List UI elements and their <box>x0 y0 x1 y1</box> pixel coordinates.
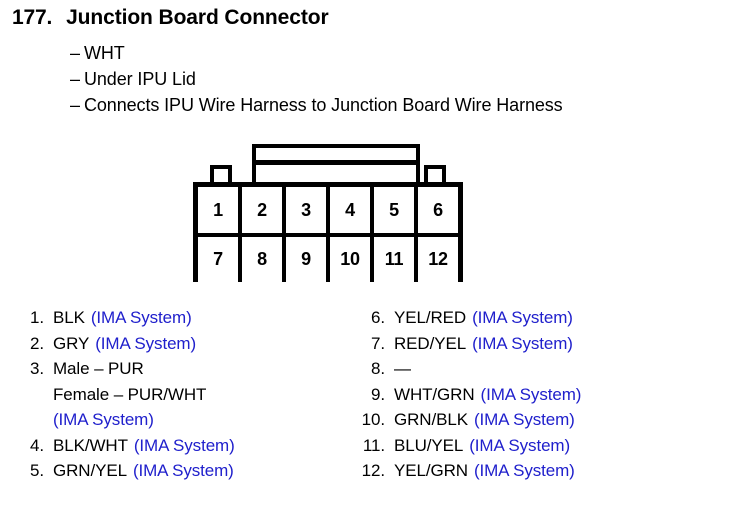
pin-legend-item: 9. WHT/GRN(IMA System) <box>355 382 725 408</box>
connector-notch-right <box>424 165 446 184</box>
title-text: Junction Board Connector <box>66 6 329 29</box>
pin-legend-wire: — <box>394 359 411 378</box>
bullet-item-wire-color: –WHT <box>70 40 563 66</box>
pin-legend-number: 1. <box>30 308 44 327</box>
pin-legend-row: 11. BLU/YEL(IMA System) <box>355 433 725 459</box>
pin-legend-system-note: (IMA System) <box>469 435 571 455</box>
pin-legend-number: 2. <box>30 333 44 353</box>
pin-legend-item: 7. RED/YEL(IMA System) <box>355 331 725 357</box>
pin-legend-number: 11. <box>362 435 385 455</box>
pin-legend-wire: GRN/YEL <box>53 461 127 480</box>
pin-legend-number: 5. <box>30 461 44 480</box>
pin-legend-item: 11. BLU/YEL(IMA System) <box>355 433 725 459</box>
bullet-label: Connects IPU Wire Harness to Junction Bo… <box>84 95 563 115</box>
pin-legend-item: 6. YEL/RED (IMA System) <box>355 305 725 331</box>
connector-pin-grid: 1 2 3 4 5 6 7 8 9 10 11 12 <box>193 182 463 282</box>
pin-legend-item: 5. GRN/YEL (IMA System) <box>14 458 354 484</box>
pin-legend-wire: BLK/WHT <box>53 435 128 455</box>
pin-cell-12[interactable]: 12 <box>418 237 458 282</box>
pin-cell-8[interactable]: 8 <box>242 237 286 282</box>
pin-legend-number: 10. <box>361 410 385 429</box>
pin-legend-subline: (IMA System) <box>53 407 354 433</box>
pin-legend-row: 7. RED/YEL(IMA System) <box>355 331 725 357</box>
pin-legend-row: 3. Male – PUR <box>14 356 354 382</box>
pin-legend-wire: YEL/RED <box>394 308 467 327</box>
pin-legend-subline: Female – PUR/WHT <box>53 382 354 408</box>
pin-legend-system-note: (IMA System) <box>472 308 573 327</box>
pin-legend-system-note: (IMA System) <box>53 410 154 429</box>
pin-legend-item: 12. YEL/GRN (IMA System) <box>355 458 725 484</box>
pin-legend-number: 6. <box>371 308 385 327</box>
connector-notch-left <box>210 165 232 184</box>
pin-legend-row: 1. BLK (IMA System) <box>14 305 354 331</box>
pin-cell-11[interactable]: 11 <box>374 237 418 282</box>
pin-legend-system-note: (IMA System) <box>90 308 192 327</box>
pin-legend-number: 8. <box>371 359 385 378</box>
pin-legend-row: 12. YEL/GRN (IMA System) <box>355 458 725 484</box>
pin-legend-row: 8. — <box>355 356 725 382</box>
pin-legend-item: 2. GRY(IMA System) <box>14 331 354 357</box>
pin-legend-item: 1. BLK (IMA System) <box>14 305 354 331</box>
bullet-item-location: –Under IPU Lid <box>70 66 563 92</box>
connector-latch-tab-line <box>252 160 420 165</box>
bullet-label: WHT <box>84 43 125 63</box>
pin-legend-system-note: (IMA System) <box>133 435 235 455</box>
pin-legend-system-note: (IMA System) <box>473 410 575 429</box>
pin-legend-wire: GRN/BLK <box>394 410 468 429</box>
pin-cell-4[interactable]: 4 <box>330 187 374 233</box>
pin-legend-right: 6.YEL/RED(IMA System)7.RED/YEL(IMA Syste… <box>355 305 725 484</box>
pin-legend-system-note: (IMA System) <box>473 461 575 480</box>
pin-legend-item: 3. Male – PUR Female – PUR/WHT (IMA System) <box>14 356 354 433</box>
title-number: 177. <box>12 6 53 29</box>
pin-legend-row: 2. GRY(IMA System) <box>14 331 354 357</box>
pin-legend-item: 10. GRN/BLK (IMA System) <box>355 407 725 433</box>
page-title: 177. Junction Board Connector <box>12 6 329 30</box>
pin-legend-system-note: (IMA System) <box>480 384 582 404</box>
pin-cell-9[interactable]: 9 <box>286 237 330 282</box>
pin-legend-wire: GRY <box>53 333 90 353</box>
pin-legend-wire: YEL/GRN <box>394 461 468 480</box>
pin-legend-system-note: (IMA System) <box>95 333 197 353</box>
pin-legend-left: 1.BLK(IMA System)2.GRY(IMA System)3.Male… <box>14 305 354 484</box>
pin-legend-row: 6. YEL/RED (IMA System) <box>355 305 725 331</box>
pin-legend-row: 5. GRN/YEL (IMA System) <box>14 458 354 484</box>
pin-legend-wire: BLK <box>53 308 85 327</box>
pin-legend-number: 3. <box>30 359 44 378</box>
pin-row-top: 1 2 3 4 5 6 <box>198 187 458 237</box>
pin-cell-3[interactable]: 3 <box>286 187 330 233</box>
pin-legend-system-note: (IMA System) <box>472 333 573 353</box>
pin-legend-wire: RED/YEL <box>394 333 467 353</box>
pin-legend-wire: WHT/GRN <box>394 384 475 404</box>
pin-legend-number: 4. <box>30 435 44 455</box>
pin-legend-system-note: (IMA System) <box>132 461 234 480</box>
pin-legend-number: 7. <box>371 333 385 353</box>
pin-legend-number: 9. <box>371 384 385 404</box>
pin-cell-2[interactable]: 2 <box>242 187 286 233</box>
pin-cell-7[interactable]: 7 <box>198 237 242 282</box>
pin-legend-wire: BLU/YEL <box>394 435 464 455</box>
pin-legend-number: 12. <box>361 461 385 480</box>
pin-legend-subline-text: Female – PUR/WHT <box>53 384 207 404</box>
pin-cell-5[interactable]: 5 <box>374 187 418 233</box>
pin-cell-1[interactable]: 1 <box>198 187 242 233</box>
bullet-item-function: –Connects IPU Wire Harness to Junction B… <box>70 92 563 118</box>
bullet-dash-icon: – <box>70 95 80 115</box>
pin-legend-item: 4. BLK/WHT(IMA System) <box>14 433 354 459</box>
pin-legend-row: 4. BLK/WHT(IMA System) <box>14 433 354 459</box>
bullet-dash-icon: – <box>70 69 80 89</box>
pin-legend-wire: Male – PUR <box>53 359 144 378</box>
connector-diagram: 1 2 3 4 5 6 7 8 9 10 11 12 <box>193 144 463 284</box>
bullet-label: Under IPU Lid <box>84 69 196 89</box>
header-bullet-list: –WHT –Under IPU Lid –Connects IPU Wire H… <box>70 40 563 118</box>
pin-cell-6[interactable]: 6 <box>418 187 458 233</box>
pin-cell-10[interactable]: 10 <box>330 237 374 282</box>
pin-row-bottom: 7 8 9 10 11 12 <box>198 237 458 282</box>
pin-legend-row: 10. GRN/BLK (IMA System) <box>355 407 725 433</box>
pin-legend-item: 8. — <box>355 356 725 382</box>
bullet-dash-icon: – <box>70 43 80 63</box>
pin-legend-row: 9. WHT/GRN(IMA System) <box>355 382 725 408</box>
